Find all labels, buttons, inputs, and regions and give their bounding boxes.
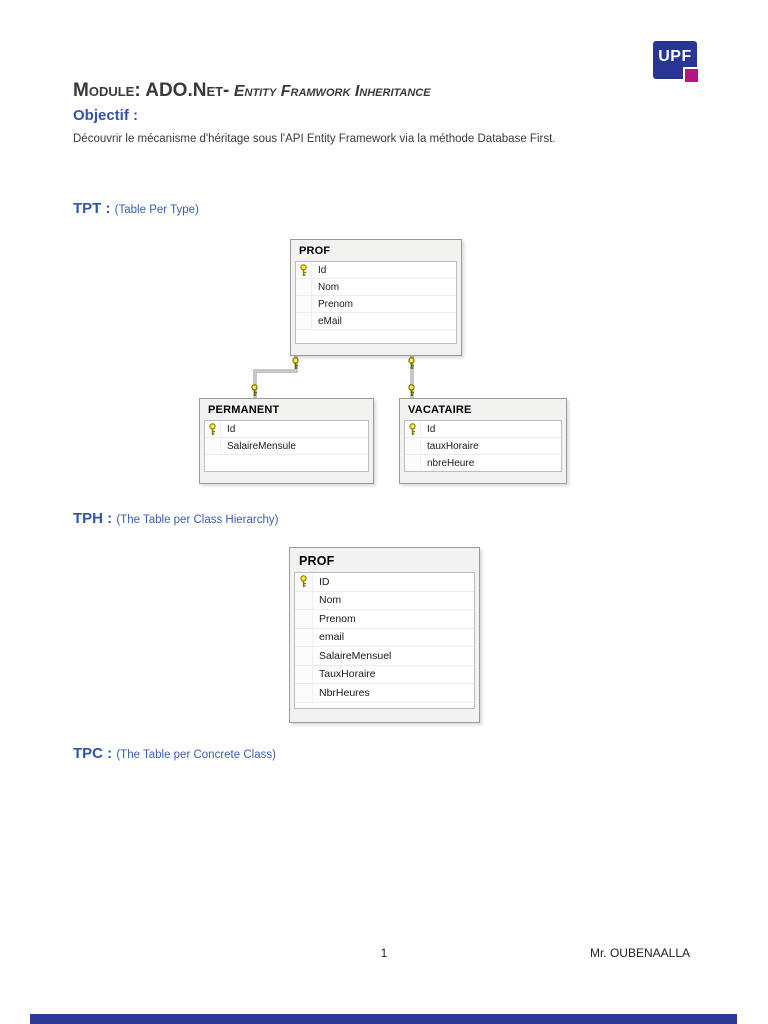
column-name: Prenom [319,612,356,625]
table-row: TauxHoraire [295,665,474,684]
row-selector-cell [296,296,312,312]
column-name: NbrHeures [319,686,370,699]
tpt-heading-label: TPT : [73,200,111,217]
primary-key-icon [296,262,312,278]
table-row: Nom [296,279,456,296]
table-columns-grid: Id tauxHoraire nbreHeure [404,420,562,472]
db-table-vacataire: VACATAIRE Id tauxHoraire nbreHeure [399,398,567,484]
row-selector-cell [405,438,421,454]
table-row: nbreHeure [405,455,561,471]
section-heading-tpc: TPC : (The Table per Concrete Class) [73,745,276,762]
table-row: NbrHeures [295,684,474,703]
table-title-permanent: PERMANENT [208,404,280,416]
table-row: Id [296,262,456,279]
tpt-heading-caption: (Table Per Type) [114,204,199,216]
table-row: tauxHoraire [405,438,561,455]
upf-logo-square: UPF [653,41,697,79]
footer-bar [30,1014,737,1024]
tph-heading-label: TPH : [73,510,113,527]
table-row: eMail [296,313,456,330]
row-selector-cell [295,591,313,609]
column-name: Id [227,423,236,435]
column-name: Nom [318,281,340,293]
column-name: Id [318,264,327,276]
column-name: Id [427,423,436,435]
row-selector-cell [296,279,312,295]
tpc-heading-label: TPC : [73,745,113,762]
section-heading-tpt: TPT : (Table Per Type) [73,200,199,217]
connector-key-icon [407,384,416,397]
objectif-body: Découvrir le mécanisme d'héritage sous l… [73,133,556,145]
column-name: eMail [318,315,342,327]
upf-logo: UPF [653,41,701,84]
row-selector-cell [405,455,421,471]
column-name: email [319,631,345,644]
table-columns-grid: Id Nom Prenom eMail [295,261,457,344]
table-title-prof: PROF [299,245,331,257]
primary-key-icon [405,421,421,437]
table-row: Id [405,421,561,438]
table-title-vacataire: VACATAIRE [408,404,472,416]
row-selector-cell [295,610,313,628]
connector-key-icon [250,384,259,397]
connector-key-icon [407,357,416,370]
row-selector-cell [205,438,221,454]
objectif-heading: Objectif : [73,107,139,124]
column-name: TauxHoraire [319,668,376,681]
primary-key-icon [205,421,221,437]
primary-key-icon [295,573,313,591]
table-columns-grid: Id SalaireMensule [204,420,369,472]
table-title-prof: PROF [299,554,335,568]
column-name: Nom [319,594,342,607]
column-name: SalaireMensule [227,440,296,452]
row-selector-cell [296,313,312,329]
row-selector-cell [295,647,313,665]
tph-heading-caption: (The Table per Class Hierarchy) [116,514,279,526]
tpc-heading-caption: (The Table per Concrete Class) [116,749,276,761]
column-name: Prenom [318,298,354,310]
table-columns-grid: ID Nom Prenom email SalaireMensuel TauxH… [294,572,475,709]
db-table-permanent: PERMANENT Id SalaireMensule [199,398,374,484]
row-selector-cell [295,628,313,646]
table-row: SalaireMensuel [295,647,474,666]
upf-logo-magenta-square [683,67,700,84]
db-table-prof-tph: PROF ID Nom Prenom email Sa [289,547,480,723]
row-selector-cell [295,665,313,683]
table-row: Prenom [295,610,474,629]
column-name: ID [319,575,330,588]
document-title-main: Module: ADO.Net- [73,80,230,101]
connector-key-icon [291,357,300,370]
row-selector-cell [295,684,313,702]
column-name: nbreHeure [427,457,475,469]
db-table-prof-tpt: PROF Id Nom Prenom eMail [290,239,462,356]
table-row: Prenom [296,296,456,313]
column-name: SalaireMensuel [319,649,392,662]
table-row: Id [205,421,368,438]
table-row: ID [295,573,474,592]
section-heading-tph: TPH : (The Table per Class Hierarchy) [73,510,278,527]
document-title: Module: ADO.Net- Entity Framwork Inherit… [73,80,431,102]
column-name: tauxHoraire [427,440,479,452]
table-row: email [295,628,474,647]
table-row: Nom [295,591,474,610]
table-row: SalaireMensule [205,438,368,455]
upf-logo-text: UPF [658,48,692,65]
footer-author: Mr. OUBENAALLA [589,946,690,960]
document-title-sub: Entity Framwork Inheritance [233,83,431,100]
page-number: 1 [380,946,388,960]
